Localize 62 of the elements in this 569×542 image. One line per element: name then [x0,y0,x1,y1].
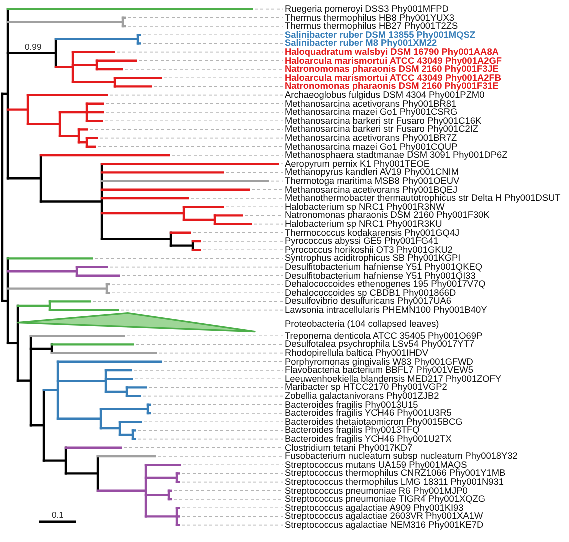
taxon-label: Natronomonas pharaonis DSM 2160 Phy001F3JE [285,65,499,74]
taxon-label: Streptococcus pneumoniae R6 Phy001MJP0 [285,486,468,496]
taxon-label: Streptococcus thermophilus LMG 18311 Phy001N931 [285,478,504,487]
taxon-label: Rhodopirellula baltica Phy001IHDV [285,349,429,358]
support-value: 0.99 [25,42,42,52]
taxon-label: Halobacterium sp NRC1 Phy001R3KU [285,220,442,229]
taxon-label: Porphyromonas gingivalis W83 Phy001GFWD [285,358,474,366]
taxon-label: Aeropyrum pernix K1 Phy001TEOE [285,160,430,168]
taxon-label: Clostridium tetani Phy0017KD7 [285,444,413,452]
taxon-label: Haloquadratum walsbyi DSM 16790 Phy001AA8A [285,48,499,57]
taxon-label: Methanosarcina acetivorans Phy001BR7Z [285,134,458,143]
taxon-label: Methanosarcina barkeri str Fusaro Phy001C16K [285,116,482,126]
taxon-label: Thermococcus kodakarensis Phy001GQ4J [285,228,460,238]
taxon-label: Bacteroides fragilis YCH46 Phy001U3R5 [285,409,452,418]
taxon-label: Streptococcus mutans UA159 Phy001MAQS [285,460,468,470]
taxon-label: Dehalococcoides ethenogenes 195 Phy0017V7Q [285,280,486,289]
taxon-label: Ruegeria pomeroyi DSS3 Phy001MFPD [285,5,449,14]
taxon-label: Methanosarcina barkeri str Fusaro Phy001C2IZ [285,125,479,134]
taxon-label: Thermotoga maritima MSB8 Phy001OEUV [285,177,460,186]
taxon-label: Leeuwenhoekiella blandensis MED217 Phy001ZOFY [285,374,502,384]
taxon-label: Streptococcus agalactiae NEM316 Phy001KE7D [285,521,484,530]
taxon-label: Dehalococcoides sp CBDB1 Phy001866D [285,288,456,298]
taxon-label: Syntrophus aciditrophicus SB Phy001KGPI [285,254,461,263]
clade-label: Proteobacteria (104 collapsed leaves) [285,320,440,328]
taxon-label: Bacteroides thetaiotaomicron Phy0015BCG [285,418,463,426]
taxon-label: Streptococcus agalactiae A909 Phy001KI93 [285,504,464,512]
taxon-label: Halobacterium sp NRC1 Phy001R3NW [285,202,445,212]
taxon-label: Streptococcus thermophilus CNRZ1066 Phy001Y1MB [285,469,506,478]
taxon-label: Methanosarcina acetivorans Phy001BQEJ [285,186,458,194]
taxon-label: Lawsonia intracellularis PHEMN100 Phy001B40Y [285,306,488,315]
taxon-label: Archaeoglobus fulgidus DSM 4304 Phy001PZM0 [285,91,485,100]
taxon-label: Streptococcus pneumoniae TIGR4 Phy001XQZG [285,495,486,504]
taxon-label: Methanosphaera stadtmanae DSM 3091 Phy001DP6Z [285,151,508,160]
taxon-label: Methanopyrus kandleri AV19 Phy001CNIM [285,168,459,177]
taxon-label: Bacteroides fragilis YCH46 Phy001U2TX [285,435,452,444]
taxon-label: Methanosarcina acetivorans Phy001BR81 [285,100,457,108]
taxon-label: Salinibacter ruber M8 Phy001XM22 [285,39,438,48]
taxon-label: Fusobacterium nucleatum subsp nucleatum Phy0018Y32 [285,452,518,461]
taxon-label: Desulfitobacterium hafniense Y51 Phy001QKEQ [285,263,482,272]
taxon-label: Salinibacter ruber DSM 13855 Phy001MQSZ [285,30,476,40]
taxon-label: Desulfovibrio desulfuricans Phy0017UA6 [285,297,452,306]
taxon-label: Natronomonas pharaonis DSM 2160 Phy001F30K [285,211,490,220]
taxon-label: Methanosarcina mazei Go1 Phy001CQUP [285,142,458,152]
taxon-label: Methanosarcina mazei Go1 Phy001CSRG [285,108,458,117]
taxon-label: Zobellia galactanivorans Phy001ZJB2 [285,392,440,401]
taxon-label: Haloarcula marismortui ATCC 43049 Phy001A2FB [285,74,502,82]
taxon-label: Pyrococcus abyssi GE5 Phy001FG41 [285,237,439,246]
taxon-label: Pyrococcus horikoshii OT3 Phy001GKU2 [285,246,453,254]
taxon-label: Bacteroides fragilis Phy0013U15 [285,400,418,410]
taxon-label: Flavobacteria bacterium BBFL7 Phy001VEW5 [285,366,474,375]
taxon-label: Streptococcus agalactiae 2603VR Phy001XA1W [285,512,484,521]
taxon-label: Treponema denticola ATCC 35405 Phy001O69P [285,332,483,340]
taxon-label: Methanothermobacter thermautotrophicus str Delta H Phy001DSUT [285,194,561,203]
taxon-label: Natronomonas pharaonis DSM 2160 Phy001F31E [285,82,499,91]
taxon-label: Thermus thermophilus HB27 Phy001T2ZS [285,22,458,31]
taxon-label: Bacteroides fragilis Phy0013TFQ [285,426,420,435]
scale-label: 0.1 [52,510,64,520]
taxon-label: Thermus thermophilus HB8 Phy001YUX3 [285,14,455,22]
taxon-label: Desulfotalea psychrophila LSv54 Phy0017YT7 [285,340,474,349]
taxon-label: Haloarcula marismortui ATCC 43049 Phy001A2GF [285,56,502,66]
taxon-label: Desulfitobacterium hafniense Y51 Phy001QI33 [285,272,476,280]
taxon-label: Maribacter sp HTCC2170 Phy001VGP2 [285,383,448,392]
